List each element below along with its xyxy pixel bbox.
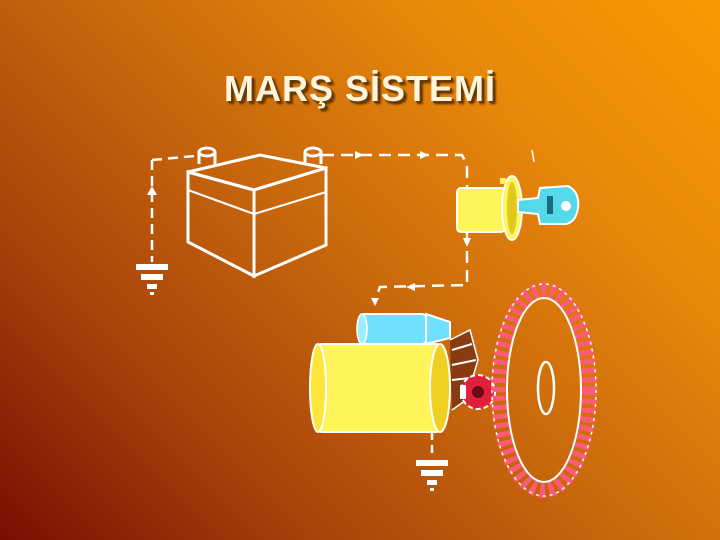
ignition-switch <box>456 175 523 241</box>
wire-arrows <box>355 151 471 306</box>
starter-motor <box>309 328 479 433</box>
ignition-key-icon <box>517 149 580 225</box>
slide-title: MARŞ SİSTEMİ <box>223 68 496 109</box>
ground-icon <box>416 460 448 491</box>
solenoid <box>356 312 451 346</box>
battery-to-ignition-wire <box>322 153 469 301</box>
battery <box>186 146 328 279</box>
ground-icon <box>136 264 168 295</box>
pinion-gear-icon <box>460 374 496 410</box>
flywheel-icon <box>491 282 597 498</box>
battery-ground <box>147 154 196 262</box>
